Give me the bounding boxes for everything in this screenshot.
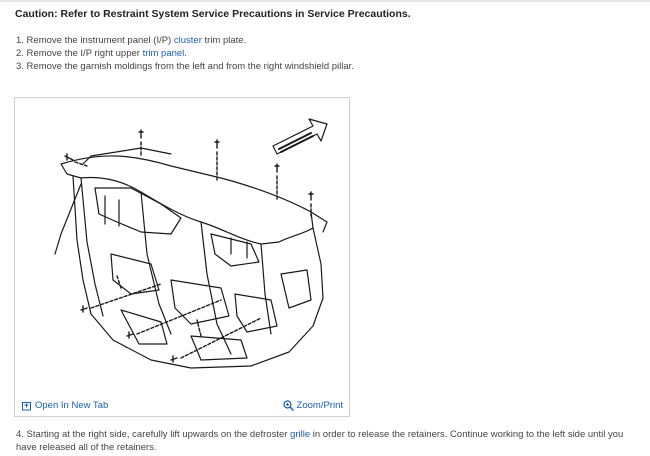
open-in-new-tab-label: Open In New Tab — [35, 400, 109, 411]
steps-list: 1. Remove the instrument panel (I/P) clu… — [16, 34, 354, 73]
caution-heading: Caution: Refer to Restraint System Servi… — [15, 8, 411, 20]
step-item: 4. Starting at the right side, carefully… — [16, 429, 624, 453]
trim-panel-link[interactable]: trim panel — [142, 48, 185, 59]
zoom-icon — [282, 400, 294, 411]
step-item: 2. Remove the I/P right upper trim panel… — [16, 48, 187, 59]
open-in-new-tab-icon — [22, 401, 31, 410]
direction-arrow-icon — [272, 118, 328, 155]
top-divider — [0, 0, 650, 2]
zoom-print-label: Zoom/Print — [296, 400, 343, 411]
step-item: 3. Remove the garnish moldings from the … — [16, 61, 354, 72]
open-in-new-tab-button[interactable]: Open In New Tab — [22, 400, 108, 411]
diagram-figure: Open In New Tab Zoom/Print — [14, 97, 350, 417]
figure-footer: Open In New Tab Zoom/Print — [15, 396, 349, 416]
instrument-panel-diagram — [54, 118, 328, 369]
step-item: 1. Remove the instrument panel (I/P) clu… — [16, 35, 247, 46]
cluster-link[interactable]: cluster — [173, 35, 202, 46]
grille-link[interactable]: grille — [290, 429, 311, 440]
zoom-print-button[interactable]: Zoom/Print — [282, 400, 343, 411]
